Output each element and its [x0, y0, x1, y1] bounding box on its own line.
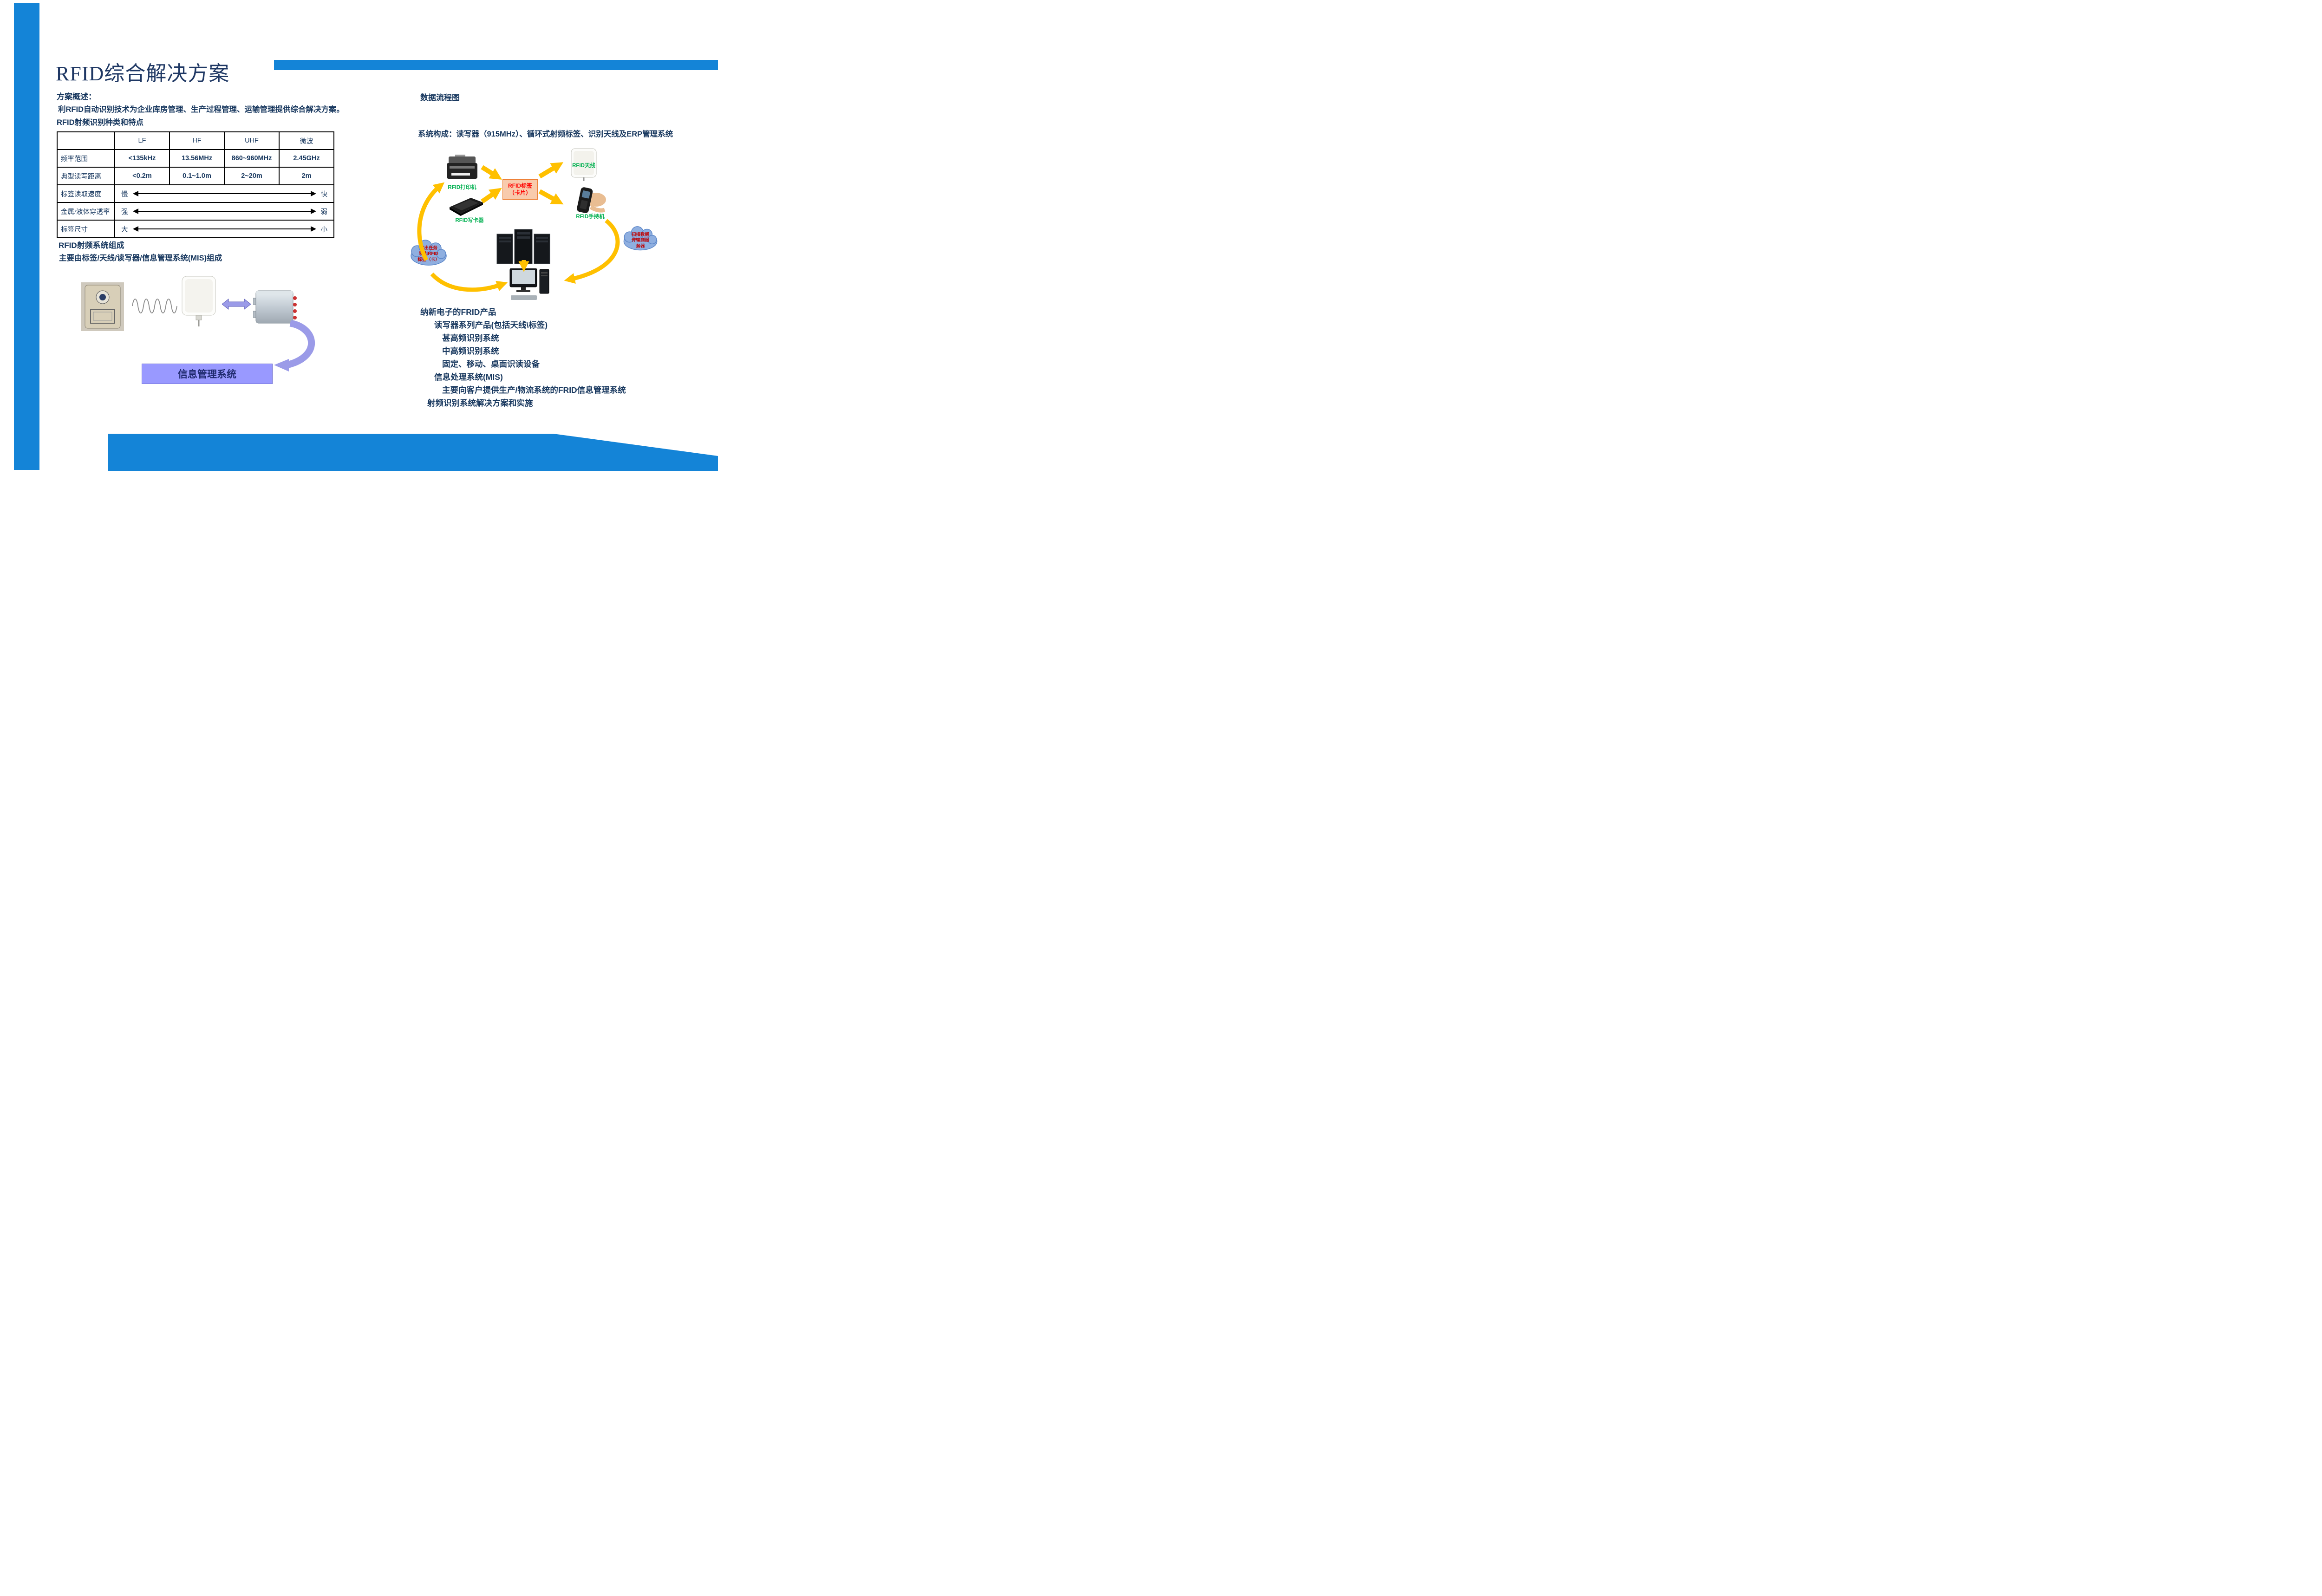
range-right: 小 — [320, 226, 328, 234]
row-label: 频率范围 — [57, 149, 115, 168]
component-diagram: 信息管理系统 — [70, 274, 358, 409]
antenna-label: RFID天线 — [572, 163, 595, 169]
row-label: 标签读取速度 — [57, 184, 115, 203]
writer-label: RFID写卡器 — [455, 218, 484, 223]
col-header: HF — [169, 131, 225, 150]
double-arrow-icon — [132, 226, 316, 232]
cloud-right-text: 扫描数据 传输到服 务器 — [631, 232, 649, 249]
product-line: 甚高频识别系统 — [442, 333, 499, 343]
range-cell: 慢 快 — [114, 184, 334, 203]
mis-box-label: 信息管理系统 — [178, 369, 236, 380]
spec-value: 2~20m — [224, 167, 280, 185]
table-row: 金属/液体穿透率 强 弱 — [57, 202, 334, 221]
spec-value: <0.2m — [114, 167, 170, 185]
product-line: 读写器系列产品(包括天线\标签) — [434, 320, 548, 330]
table-row: 标签尺寸 大 小 — [57, 220, 334, 238]
cloud-icon — [623, 226, 658, 251]
col-header: 微波 — [279, 131, 334, 150]
product-line: 射频识别系统解决方案和实施 — [427, 398, 533, 408]
cloud-right: 扫描数据 传输到服 务器 — [621, 226, 659, 254]
table-row: 典型读写距离 <0.2m 0.1~1.0m 2~20m 2m — [57, 167, 334, 185]
left-accent-bar — [14, 3, 39, 470]
flow-antenna-image — [571, 148, 597, 181]
range-left: 强 — [121, 208, 128, 216]
rfid-spec-table: LF HF UHF 微波 频率范围 <135kHz 13.56MHz 860~9… — [57, 131, 334, 238]
spec-value: 860~960MHz — [224, 149, 280, 168]
overview-text: 利RFID自动识别技术为企业库房管理、生产过程管理、运输管理提供综合解决方案。 — [58, 105, 344, 114]
cloud-left: 发出任务 输出RFID 标签（卡） — [410, 239, 448, 269]
row-label: 金属/液体穿透率 — [57, 202, 115, 221]
double-arrow-icon — [132, 191, 316, 196]
range-left: 慢 — [121, 190, 128, 198]
rfid-printer-image — [447, 155, 477, 179]
table-corner-cell — [57, 131, 115, 150]
table-row: 频率范围 <135kHz 13.56MHz 860~960MHz 2.45GHz — [57, 149, 334, 168]
card-writer-image — [450, 198, 483, 216]
curved-arrow-icon — [274, 320, 315, 371]
product-list: 纳新电子的FRID产品 读写器系列产品(包括天线\标签) 甚高频识别系统 中高频… — [420, 306, 680, 410]
product-line: 固定、移动、桌面识读设备 — [442, 359, 540, 369]
system-heading: RFID射频系统组成 — [59, 241, 124, 250]
data-flow-diagram: RFID打印机 RFID标签 （卡片） RFID天线 RFID写卡器 — [404, 144, 683, 306]
slide: RFID综合解决方案 方案概述： 利RFID自动识别技术为企业库房管理、生产过程… — [0, 0, 718, 490]
tag-box-line1: RFID标签 — [508, 182, 532, 189]
col-header: UHF — [224, 131, 280, 150]
table-row: 标签读取速度 慢 快 — [57, 184, 334, 203]
mis-box: 信息管理系统 — [142, 364, 273, 384]
range-cell: 强 弱 — [114, 202, 334, 221]
handheld-label: RFID手持机 — [576, 214, 605, 220]
system-text: 主要由标签/天线/读写器/信息管理系统(MIS)组成 — [59, 254, 222, 262]
spec-value: 2.45GHz — [279, 149, 334, 168]
cloud-left-text: 发出任务 输出RFID 标签（卡） — [417, 246, 440, 262]
printer-label: RFID打印机 — [448, 185, 476, 190]
table-heading: RFID射频识别种类和特点 — [57, 118, 143, 127]
range-right: 弱 — [320, 208, 328, 216]
tag-box: RFID标签 （卡片） — [502, 179, 538, 200]
flow-title: 数据流程图 — [420, 93, 460, 102]
table-header-row: LF HF UHF 微波 — [57, 131, 334, 150]
tag-box-line2: （卡片） — [509, 189, 531, 196]
reader-image — [253, 290, 297, 324]
spec-value: 0.1~1.0m — [169, 167, 225, 185]
range-right: 快 — [320, 190, 328, 198]
overview-label: 方案概述： — [57, 92, 96, 101]
range-left: 大 — [121, 226, 128, 234]
col-header: LF — [114, 131, 170, 150]
workstation-image — [509, 268, 549, 300]
double-arrow-icon — [222, 298, 251, 310]
spec-value: 2m — [279, 167, 334, 185]
radio-wave-icon — [132, 299, 177, 313]
spec-value: 13.56MHz — [169, 149, 225, 168]
range-cell: 大 小 — [114, 220, 334, 238]
handheld-image — [577, 187, 606, 213]
product-line: 信息处理系统(MIS) — [434, 372, 503, 382]
product-line: 主要向客户提供生产/物流系统的FRID信息管理系统 — [442, 385, 626, 395]
product-line: 中高频识别系统 — [442, 346, 499, 356]
spec-value: <135kHz — [114, 149, 170, 168]
page-title: RFID综合解决方案 — [56, 62, 230, 85]
row-label: 典型读写距离 — [57, 167, 115, 185]
row-label: 标签尺寸 — [57, 220, 115, 238]
composition-text: 系统构成：读写器（915MHz）、循环式射频标签、识别天线及ERP管理系统 — [418, 130, 673, 138]
bottom-accent-band — [108, 434, 718, 471]
antenna-image — [182, 276, 216, 326]
product-line: 纳新电子的FRID产品 — [420, 307, 496, 317]
server-rack-image — [496, 229, 550, 264]
double-arrow-icon — [132, 208, 316, 214]
top-accent-bar — [274, 60, 718, 70]
rfid-tag-image — [81, 282, 124, 331]
